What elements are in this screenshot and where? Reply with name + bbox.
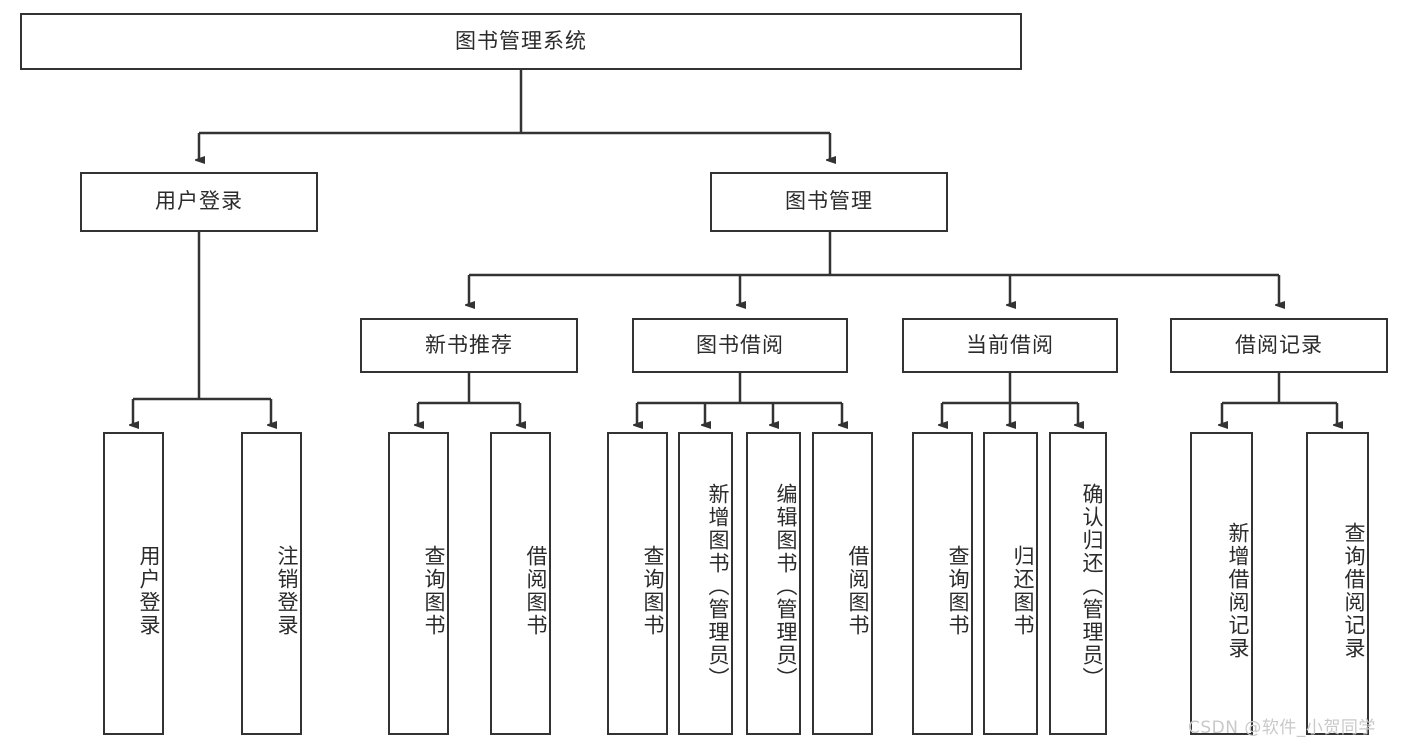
- node-label: 借阅图书: [524, 544, 548, 637]
- node-book-borrow[interactable]: 图书借阅: [632, 318, 848, 373]
- node-label: 借阅图书: [846, 544, 870, 637]
- node-user-login[interactable]: 用户登录: [80, 172, 318, 232]
- node-label: 用户登录: [137, 544, 161, 637]
- node-label: 图书管理: [785, 189, 873, 214]
- node-label: 借阅记录: [1235, 332, 1323, 357]
- node-new-book-recommend[interactable]: 新书推荐: [360, 318, 578, 373]
- node-label: 注销登录: [275, 544, 299, 637]
- leaf-user-login-login[interactable]: 用户登录: [103, 432, 164, 735]
- node-label: 查询借阅记录: [1342, 521, 1366, 660]
- leaf-current-return-book[interactable]: 归还图书: [983, 432, 1038, 735]
- node-label: 查询图书: [946, 544, 970, 637]
- leaf-record-add-record[interactable]: 新增借阅记录: [1190, 432, 1253, 735]
- leaf-new-book-borrow[interactable]: 借阅图书: [490, 432, 551, 735]
- leaf-current-confirm-return-admin[interactable]: 确认归还（管理员）: [1049, 432, 1107, 735]
- node-label: 归还图书: [1011, 544, 1035, 637]
- leaf-user-login-logout[interactable]: 注销登录: [241, 432, 302, 735]
- node-label: 用户登录: [155, 189, 243, 214]
- node-borrow-record[interactable]: 借阅记录: [1170, 318, 1388, 373]
- node-label: 查询图书: [641, 544, 665, 637]
- node-label: 查询图书: [422, 544, 446, 637]
- node-current-borrow[interactable]: 当前借阅: [902, 318, 1118, 373]
- leaf-borrow-add-book-admin[interactable]: 新增图书（管理员）: [678, 432, 733, 735]
- leaf-new-book-query[interactable]: 查询图书: [388, 432, 449, 735]
- node-label: 当前借阅: [966, 332, 1054, 357]
- leaf-borrow-borrow-book[interactable]: 借阅图书: [812, 432, 873, 735]
- node-label: 编辑图书（管理员）: [774, 483, 798, 690]
- leaf-current-query-book[interactable]: 查询图书: [912, 432, 973, 735]
- node-label: 新增图书（管理员）: [706, 483, 730, 690]
- node-label: 图书借阅: [696, 332, 784, 357]
- csdn-watermark: CSDN @软件_小贺同学: [1188, 718, 1376, 738]
- node-label: 新增借阅记录: [1226, 521, 1250, 660]
- node-label: 确认归还（管理员）: [1080, 483, 1104, 690]
- node-label: 图书管理系统: [455, 28, 587, 53]
- leaf-borrow-edit-book-admin[interactable]: 编辑图书（管理员）: [746, 432, 801, 735]
- node-root-system[interactable]: 图书管理系统: [20, 13, 1022, 70]
- leaf-record-query-record[interactable]: 查询借阅记录: [1306, 432, 1369, 735]
- node-label: 新书推荐: [425, 332, 513, 357]
- node-book-management[interactable]: 图书管理: [710, 172, 948, 232]
- leaf-borrow-query-book[interactable]: 查询图书: [607, 432, 668, 735]
